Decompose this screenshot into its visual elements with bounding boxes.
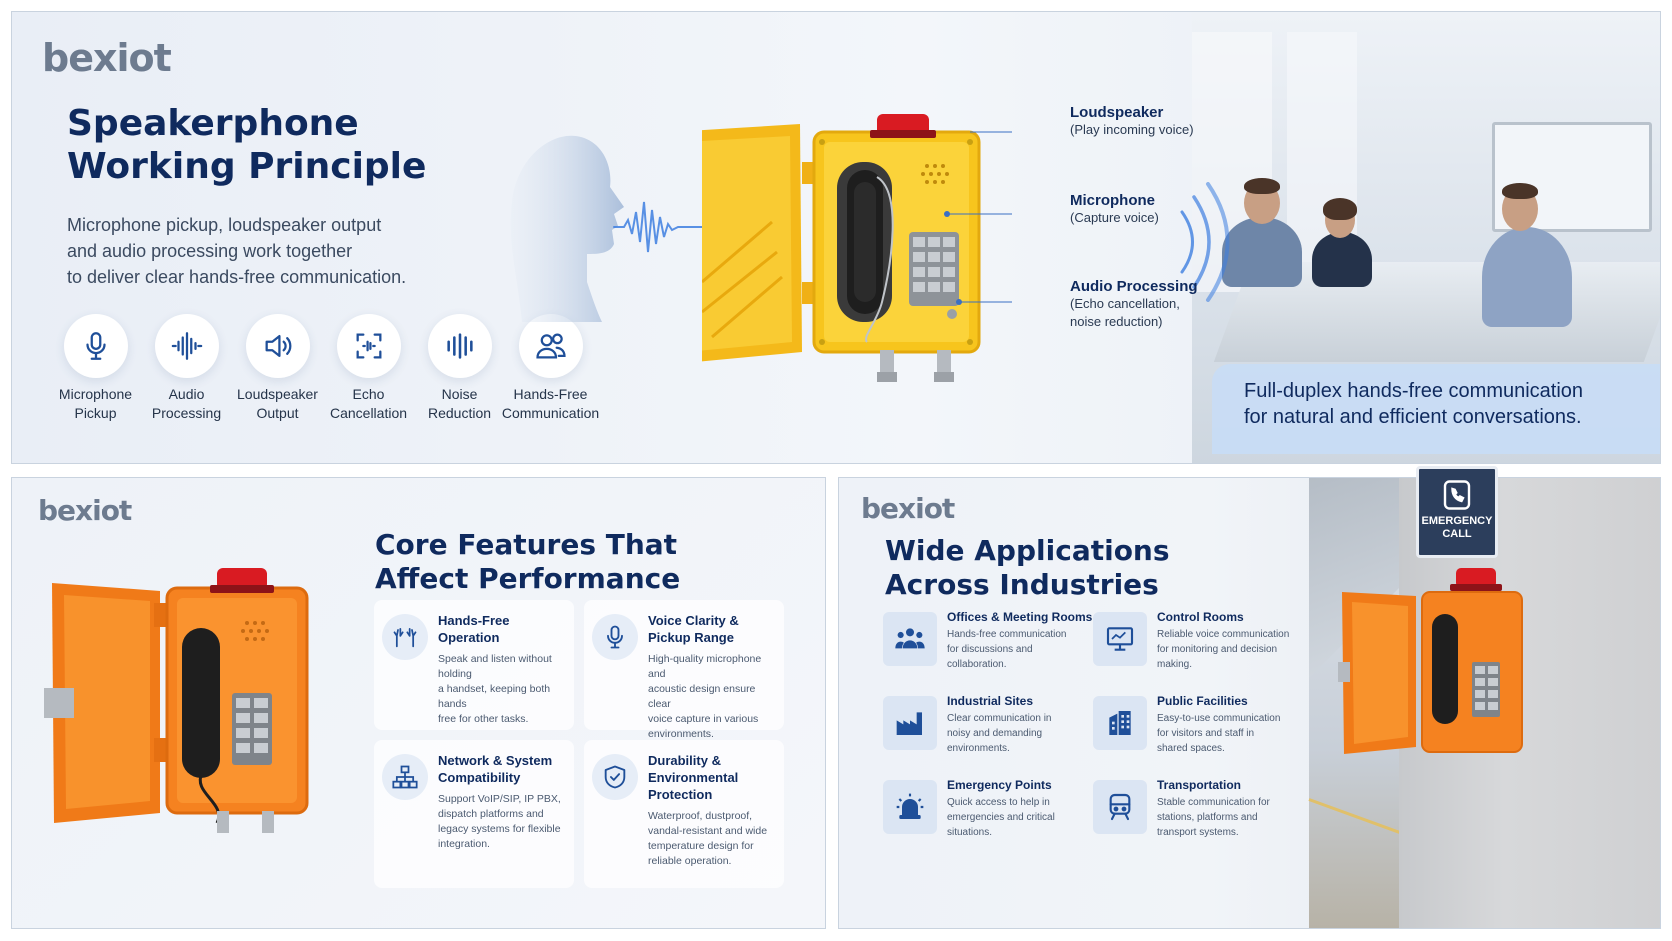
wall-mounted-orange-speakerphone [1338,568,1523,754]
monitor-icon [1106,627,1134,651]
network-icon [392,765,418,789]
panel-subtitle: Microphone pickup, loudspeaker output an… [67,215,407,287]
applications-panel: bexiot Wide Applications Across Industri… [838,477,1661,929]
speaking-person-silhouette [510,135,624,322]
application-list: Offices & Meeting Rooms Hands-free commu… [883,610,1303,848]
microphone-icon [85,332,106,360]
emergency-call-sign: EMERGENCY CALL [1416,466,1498,558]
phone-icon [1443,480,1471,510]
callout-audio-processing: Audio Processing (Echo cancellation,nois… [1070,278,1198,329]
noise-bars-icon [446,333,473,359]
full-duplex-banner: Full-duplex hands-free communication for… [1212,364,1660,454]
brand-logo: bexiot [42,36,172,80]
voice-wave-graphic [613,201,711,253]
speaker-icon [265,334,291,358]
brand-logo: bexiot [861,492,955,525]
feature-card-hands-free: Hands-Free Operation Speak and listen wi… [374,600,574,730]
office-meeting-photo [1192,12,1660,463]
orange-speakerphone-image [44,568,309,833]
echo-icon [356,333,381,359]
app-control-rooms: Control Rooms Reliable voice communicati… [1093,610,1303,680]
brand-logo: bexiot [38,494,132,527]
panel-title: Wide Applications Across Industries [885,534,1170,601]
panel-title: Core Features That Affect Performance [375,528,681,595]
working-principle-panel: bexiot Speakerphone Working Principle Mi… [11,11,1661,464]
callout-loudspeaker: Loudspeaker (Play incoming voice) [1070,104,1194,137]
alarm-light-icon [896,793,924,819]
people-icon [535,333,566,359]
core-features-panel: bexiot Core Features That Affect Perform… [11,477,826,929]
audio-wave-icon [171,332,202,360]
microphone-icon [607,625,623,649]
building-icon [1109,711,1131,735]
callout-microphone: Microphone (Capture voice) [1070,192,1159,225]
feature-card-voice-clarity: Voice Clarity &Pickup Range High-quality… [584,600,784,740]
yellow-speakerphone-image [702,114,1012,382]
app-public-facilities: Public Facilities Easy-to-use communicat… [1093,694,1303,764]
panel-title: Speakerphone Working Principle [67,103,427,188]
app-offices: Offices & Meeting Rooms Hands-free commu… [883,610,1093,680]
shield-check-icon [604,765,626,789]
team-icon [895,628,925,649]
app-emergency-points: Emergency Points Quick access to help in… [883,778,1093,848]
feature-cards: Hands-Free Operation Speak and listen wi… [374,600,794,888]
factory-icon [896,712,922,735]
hands-icon [393,627,417,648]
train-icon [1109,793,1131,821]
sound-waves-graphic [1180,182,1230,302]
